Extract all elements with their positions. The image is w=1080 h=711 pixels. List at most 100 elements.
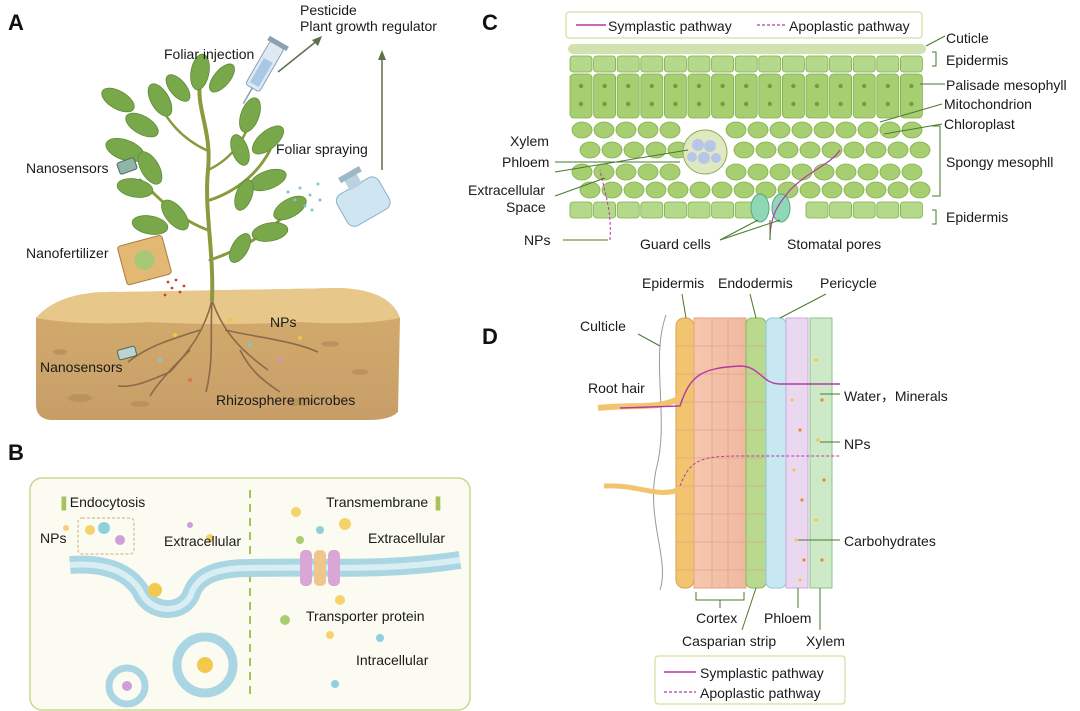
spongy-cell xyxy=(865,141,887,159)
palisade-cell xyxy=(829,73,852,119)
panel-letter-c: C xyxy=(482,10,498,35)
palisade-cell xyxy=(616,73,640,119)
label-endocytosis-text: Endocytosis xyxy=(69,494,146,510)
label-cuticle: Cuticle xyxy=(946,30,989,46)
root-pericycle xyxy=(765,317,787,589)
lower-epidermis-cell xyxy=(664,201,687,219)
chloroplast-dot xyxy=(626,101,631,107)
label-b-extracellular-right: Extracellular xyxy=(368,530,446,546)
chloroplast-dot xyxy=(909,83,914,89)
root-cortex xyxy=(693,317,747,589)
spongy-cell xyxy=(733,181,755,199)
upper-epidermis-cell xyxy=(852,55,876,73)
upper-epidermis-cell xyxy=(734,55,758,73)
vesicles xyxy=(105,632,238,708)
panel-letter-d: D xyxy=(482,324,498,349)
upper-epidermis-cell xyxy=(829,55,852,73)
lower-epidermis-cell xyxy=(616,201,640,219)
spongy-cell xyxy=(747,121,769,139)
label-spongy: Spongy mesophll xyxy=(946,154,1054,170)
np-dot xyxy=(802,558,806,562)
root-phloem xyxy=(785,317,809,589)
label-palisade: Palisade mesophyll xyxy=(946,77,1067,93)
d-legend-symplastic: Symplastic pathway xyxy=(700,665,824,681)
palisade-cell xyxy=(852,73,876,119)
lower-epidermis-cell xyxy=(640,201,664,219)
chloroplast-dot xyxy=(814,101,820,107)
label-d-nps: NPs xyxy=(844,436,871,452)
spongy-cell xyxy=(623,181,645,199)
spongy-cell xyxy=(637,121,659,139)
spongy-cell xyxy=(579,141,601,159)
label-transmembrane-text: Transmembrane xyxy=(326,494,429,510)
spongy-cell xyxy=(791,163,813,181)
chloroplast-dot xyxy=(578,101,584,107)
syringe-icon xyxy=(242,35,289,105)
label-c-epidermis-bottom: Epidermis xyxy=(946,209,1009,225)
vascular-bundle xyxy=(682,129,728,175)
spongy-cell xyxy=(579,181,601,199)
leaf-cells xyxy=(569,55,931,219)
spongy-cell xyxy=(769,163,791,181)
soil-surface xyxy=(36,288,400,324)
spongy-cell xyxy=(689,181,711,199)
upper-epidermis-cell xyxy=(805,55,829,73)
spongy-cell xyxy=(813,163,835,181)
lower-epidermis-cell xyxy=(687,201,711,219)
np-dot xyxy=(798,428,802,432)
chloroplast-dot xyxy=(602,83,607,89)
spongy-cell xyxy=(857,121,879,139)
label-transmembrane: Transmembrane ❚ xyxy=(326,494,444,510)
chloroplast-dot xyxy=(885,101,890,107)
lower-epidermis-cell xyxy=(569,201,593,219)
spongy-cell xyxy=(769,121,791,139)
spongy-cell xyxy=(843,141,865,159)
label-foliar-spraying: Foliar spraying xyxy=(276,141,368,157)
panel-d xyxy=(597,293,846,705)
palisade-cell xyxy=(782,73,805,119)
np-dot xyxy=(820,398,824,402)
root-epidermis xyxy=(675,317,695,589)
label-d-pericycle: Pericycle xyxy=(820,275,877,291)
guard-cells-icon xyxy=(750,193,791,223)
lower-epidermis-cell xyxy=(852,201,876,219)
label-d-culticle: Culticle xyxy=(580,318,626,334)
label-b-extracellular-left: Extracellular xyxy=(164,533,242,549)
spongy-cell xyxy=(865,181,887,199)
spongy-cell xyxy=(835,163,857,181)
c-apoplastic-path xyxy=(599,169,611,241)
label-d-water-minerals: Water，Minerals xyxy=(844,388,948,404)
upper-epidermis-cell xyxy=(758,55,782,73)
spongy-cell xyxy=(593,121,615,139)
palisade-cell xyxy=(593,73,616,119)
label-endocytosis: ❚Endocytosis xyxy=(58,494,146,510)
chloroplast-dot xyxy=(626,83,631,89)
spongy-cell xyxy=(821,181,843,199)
label-d-root-hair: Root hair xyxy=(588,380,645,396)
label-rhizosphere: Rhizosphere microbes xyxy=(216,392,356,408)
label-stomatal-pores: Stomatal pores xyxy=(787,236,882,252)
label-plant-growth-regulator: Plant growth regulator xyxy=(300,18,437,34)
palisade-cell xyxy=(640,73,664,119)
label-c-nps: NPs xyxy=(524,232,551,248)
label-d-endodermis: Endodermis xyxy=(718,275,793,291)
upper-epidermis-cell xyxy=(687,55,711,73)
label-d-epidermis: Epidermis xyxy=(642,275,705,291)
chloroplast-dot xyxy=(673,83,678,89)
spongy-cell xyxy=(623,141,645,159)
np-dot xyxy=(822,478,826,482)
np-dot xyxy=(800,498,804,502)
spongy-cell xyxy=(711,181,733,199)
chloroplast-dot xyxy=(862,83,867,89)
np-dot xyxy=(794,538,798,542)
spongy-cell xyxy=(887,181,909,199)
spongy-cell xyxy=(879,121,901,139)
upper-epidermis-cell xyxy=(569,55,593,73)
spongy-cell xyxy=(601,181,623,199)
spray-mist xyxy=(286,182,322,212)
plant-leaves xyxy=(101,53,307,263)
nanosensor-chip-soil-icon xyxy=(116,345,138,361)
np-dot xyxy=(798,578,802,582)
panel-c xyxy=(554,11,946,241)
